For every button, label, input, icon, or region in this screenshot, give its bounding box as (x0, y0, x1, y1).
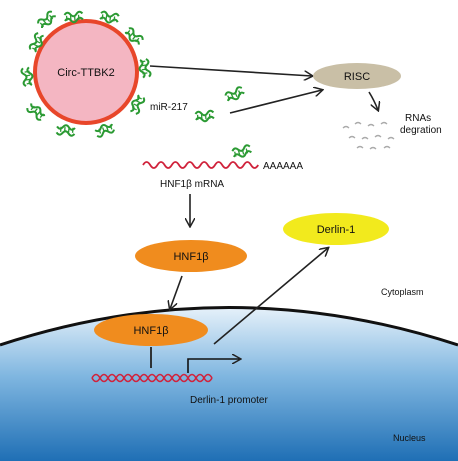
circ-to-risc-arrow (149, 65, 312, 76)
risc-ellipse (313, 63, 401, 89)
mrna-polya-tail: AAAAAA (263, 161, 303, 172)
hnf1b-nuc-ellipse (94, 314, 208, 346)
hnf1b-nuc-label: HNF1β (133, 325, 168, 337)
bound-mirna-6 (93, 121, 116, 139)
expression-to-derlin-arrow (213, 248, 328, 345)
mirna-label: miR-217 (150, 102, 188, 113)
hnf1b-mrna-strand (142, 161, 259, 169)
mrna-bound-mirna (230, 143, 253, 160)
promoter-label: Derlin-1 promoter (190, 395, 268, 406)
derlin-label: Derlin-1 (317, 224, 356, 236)
promoter-tss-arrow (187, 359, 240, 373)
nucleus-region (0, 307, 458, 461)
bound-mirna-7 (55, 123, 77, 137)
cytoplasm-label: Cytoplasm (381, 287, 424, 297)
nuclear-membrane (0, 306, 458, 347)
nucleus-label: Nucleus (393, 433, 426, 443)
risc-degrade-arrow (368, 91, 378, 110)
hnf1b-translocation-arrow (170, 275, 183, 309)
hnf1b-cyto-label: HNF1β (173, 251, 208, 263)
bound-mirna-11 (35, 9, 59, 31)
free-mirna-top (223, 85, 247, 104)
mirna-to-risc-arrow (229, 90, 322, 114)
bound-mirna-9 (19, 65, 35, 88)
bound-mirna-4 (137, 57, 153, 80)
dna-helix (91, 373, 213, 383)
rnas-degradation-line1: RNAs (405, 113, 431, 124)
free-mirna-bottom (194, 109, 216, 123)
circ-ttbk2-label: Circ-TTBK2 (57, 67, 114, 79)
degraded-rna-fragments (342, 121, 395, 150)
hnf1b-cyto-ellipse (135, 240, 247, 272)
derlin-ellipse (283, 213, 389, 245)
bound-mirna-8 (25, 100, 48, 123)
hnf1b-mrna-label: HNF1β mRNA (160, 179, 224, 190)
rnas-degradation-line2: degration (400, 125, 442, 136)
risc-label: RISC (344, 71, 370, 83)
circ-ttbk2-circle (33, 19, 139, 125)
